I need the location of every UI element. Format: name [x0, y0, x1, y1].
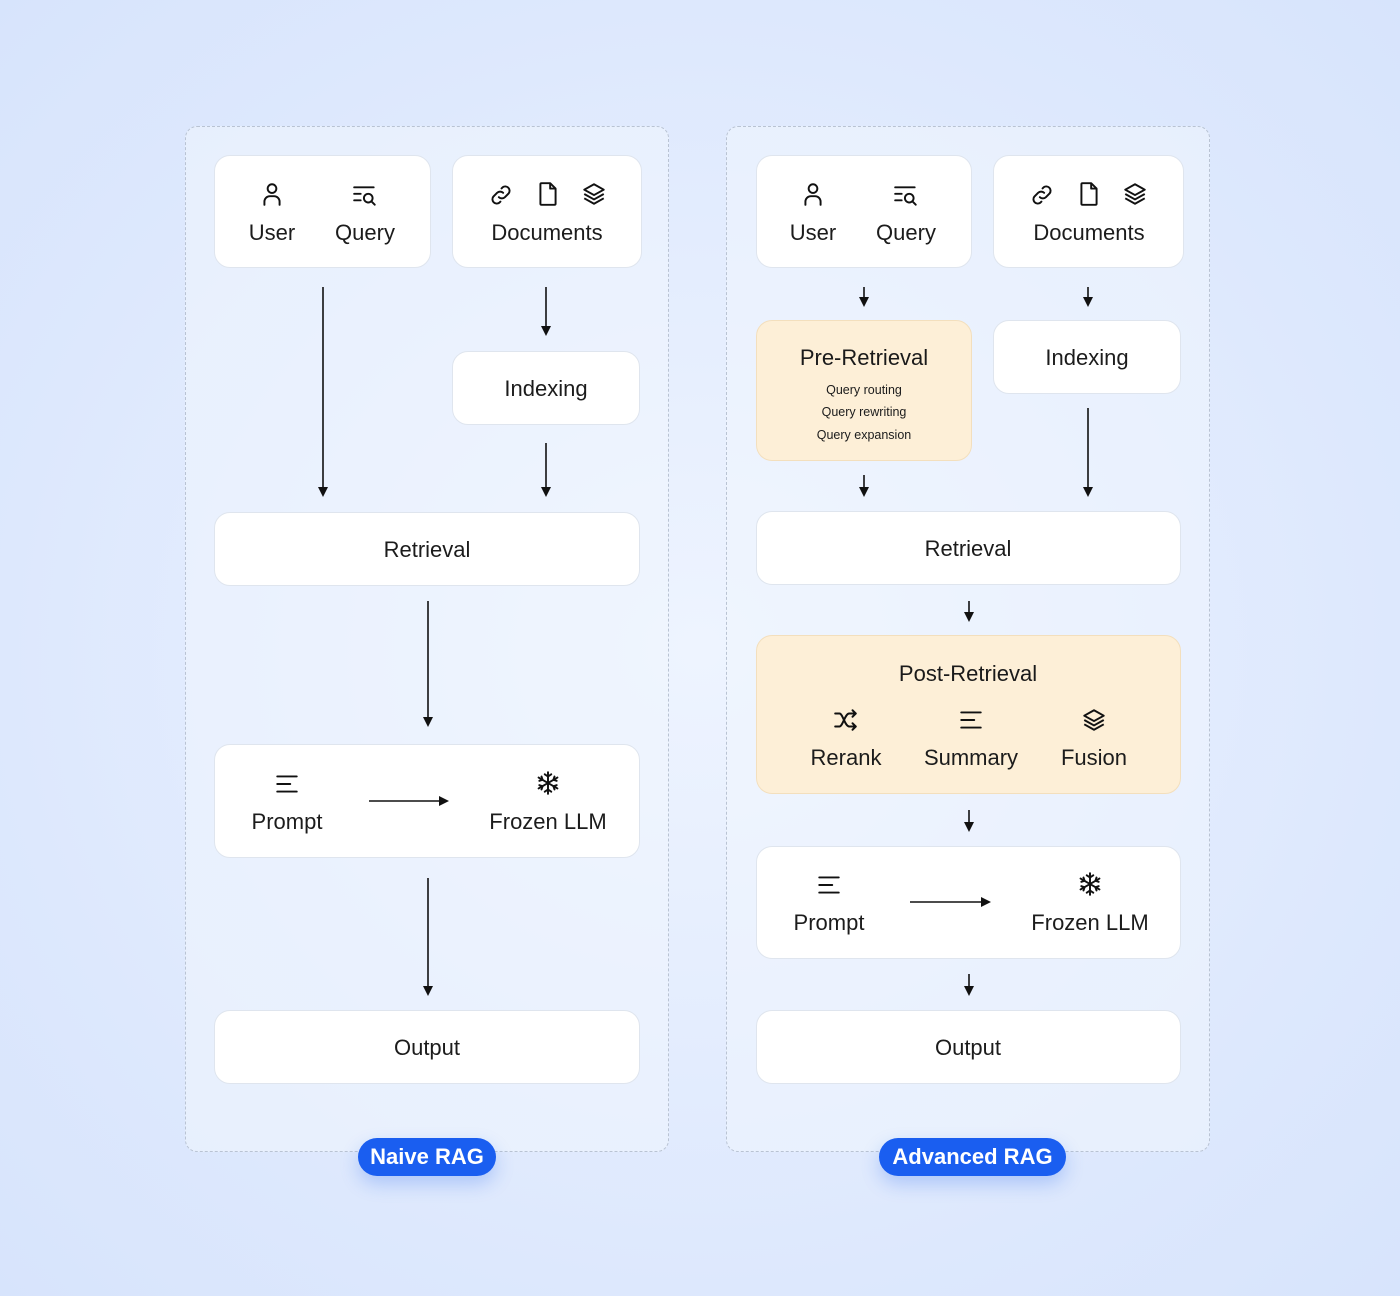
naive-documents-box: [452, 155, 642, 268]
summary-label: Summary: [923, 745, 1019, 770]
naive-query-label: Query: [335, 220, 395, 245]
naive-user-label: User: [248, 220, 296, 245]
naive-retrieval-box: [214, 512, 640, 586]
lines-icon: [958, 707, 984, 733]
link-icon: [1029, 182, 1055, 208]
pre-retrieval-item: Query rewriting: [821, 405, 907, 419]
adv-retrieval-label: Retrieval: [924, 536, 1012, 561]
naive-output-box: [214, 1010, 640, 1084]
post-retrieval-box: [756, 635, 1181, 794]
adv-retrieval-box: [756, 511, 1181, 585]
post-retrieval-title: Post-Retrieval: [898, 661, 1038, 686]
query-search-icon: [893, 183, 919, 209]
pre-retrieval-title: Pre-Retrieval: [799, 345, 929, 370]
document-icon: [535, 181, 561, 207]
adv-output-label: Output: [934, 1035, 1002, 1060]
shuffle-icon: [833, 707, 859, 733]
adv-frozen-llm-label: Frozen LLM: [1031, 910, 1149, 935]
user-icon: [800, 181, 826, 207]
naive-user-query-box: [214, 155, 431, 268]
link-icon: [488, 182, 514, 208]
adv-prompt-llm-box: [756, 846, 1181, 959]
layers-icon: [1122, 181, 1148, 207]
naive-frozen-llm-label: Frozen LLM: [489, 809, 607, 834]
pre-retrieval-box: [756, 320, 972, 461]
naive-prompt-label: Prompt: [251, 809, 323, 834]
fusion-label: Fusion: [1060, 745, 1128, 770]
naive-retrieval-label: Retrieval: [383, 537, 471, 562]
adv-documents-box: [993, 155, 1184, 268]
lines-icon: [816, 872, 842, 898]
naive-indexing-box: [452, 351, 640, 425]
naive-rag-panel: [185, 126, 669, 1152]
layers-icon: [1081, 707, 1107, 733]
adv-documents-label: Documents: [1033, 220, 1145, 245]
naive-indexing-label: Indexing: [504, 376, 588, 401]
lines-icon: [274, 771, 300, 797]
adv-indexing-box: [993, 320, 1181, 394]
naive-prompt-llm-box: [214, 744, 640, 858]
snowflake-icon: [535, 770, 561, 796]
adv-user-query-box: [756, 155, 972, 268]
pre-retrieval-item: Query routing: [826, 383, 902, 397]
pre-retrieval-item: Query expansion: [816, 428, 912, 442]
adv-output-box: [756, 1010, 1181, 1084]
layers-icon: [581, 181, 607, 207]
naive-documents-label: Documents: [491, 220, 603, 245]
naive-output-label: Output: [393, 1035, 461, 1060]
adv-prompt-label: Prompt: [793, 910, 865, 935]
rerank-label: Rerank: [810, 745, 882, 770]
document-icon: [1076, 181, 1102, 207]
adv-query-label: Query: [876, 220, 936, 245]
query-search-icon: [352, 183, 378, 209]
advanced-rag-badge: Advanced RAG: [879, 1138, 1066, 1176]
snowflake-icon: [1077, 871, 1103, 897]
user-icon: [259, 181, 285, 207]
adv-indexing-label: Indexing: [1045, 345, 1129, 370]
adv-user-label: User: [789, 220, 837, 245]
naive-rag-badge: Naive RAG: [358, 1138, 496, 1176]
